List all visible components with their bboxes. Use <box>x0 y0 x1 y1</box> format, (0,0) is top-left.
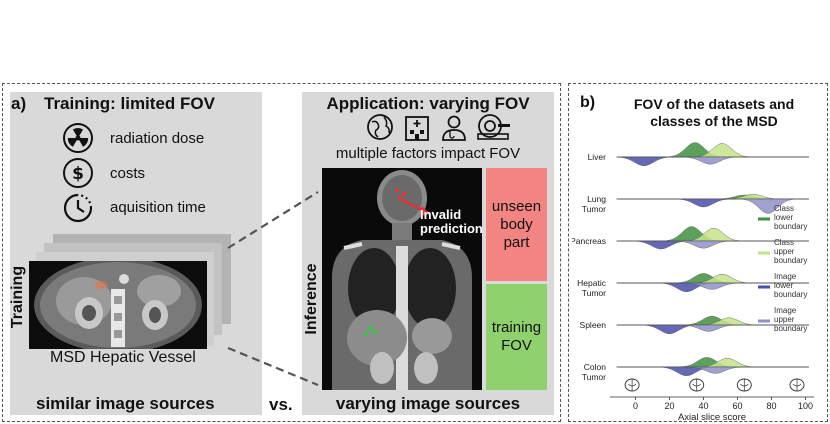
ridge-row-label: Tumor <box>582 288 606 298</box>
svg-text:$: $ <box>72 164 84 184</box>
x-tick-label: 100 <box>798 401 813 411</box>
panel-a-label: a) <box>11 94 27 113</box>
ridge-density-class-upper-boundary <box>616 193 809 200</box>
legend-label: boundary <box>774 222 807 231</box>
ridge-density-image-upper-boundary <box>616 366 809 374</box>
ridge-density-image-upper-boundary <box>616 282 809 290</box>
legend-label: Class <box>774 204 794 213</box>
ridge-row-label: Colon <box>584 362 606 372</box>
connector-lower <box>227 346 319 387</box>
application-icons <box>366 112 526 142</box>
x-tick-label: 40 <box>698 401 708 411</box>
factor-row-costs: $ <box>62 157 94 189</box>
factor-row-time <box>62 192 94 224</box>
ridge-density-image-upper-boundary <box>616 324 809 332</box>
x-tick-label: 0 <box>633 401 638 411</box>
x-tick-label: 60 <box>732 401 742 411</box>
legend-label: boundary <box>774 256 807 265</box>
factor-row-radiation <box>62 122 94 154</box>
ridge-row-label: Tumor <box>582 372 606 382</box>
factor-label-radiation: radiation dose <box>110 130 205 147</box>
radiation-icon <box>63 123 93 153</box>
training-fov-label: training FOV <box>491 319 542 354</box>
globe-icon <box>367 114 393 140</box>
panel-b-label: b) <box>580 94 596 111</box>
brain-icon <box>789 378 805 392</box>
lungs-icon <box>736 378 752 392</box>
unseen-body-part-box: unseen body part <box>486 168 547 281</box>
training-side-label: Training <box>9 265 26 329</box>
hospital-icon <box>405 116 429 141</box>
similar-sources-label: similar image sources <box>36 394 215 413</box>
ridge-row-label: Liver <box>588 152 607 162</box>
legend-label: Image <box>774 306 797 315</box>
inference-side-label: Inference <box>303 263 320 335</box>
x-tick-label: 80 <box>766 401 776 411</box>
doctor-icon <box>442 115 466 141</box>
ridge-density-image-upper-boundary <box>616 156 809 165</box>
connector-lines <box>227 191 319 387</box>
panel-b-frame <box>568 83 828 422</box>
kidneys-icon <box>689 378 705 392</box>
legend-label: upper <box>774 247 795 256</box>
legend-label: boundary <box>774 324 807 333</box>
training-fov-box: training FOV <box>486 284 547 390</box>
ridge-row-label: Spleen <box>580 320 607 330</box>
training-title: Training: limited FOV <box>44 94 215 113</box>
ridge-density-class-upper-boundary <box>616 143 809 158</box>
application-title: Application: varying FOV <box>326 94 530 113</box>
ridge-density-image-upper-boundary <box>616 198 809 214</box>
invalid-prediction-label: Invalid prediction <box>420 207 483 236</box>
x-axis-label: Axial slice score <box>678 412 746 421</box>
ridgeline-chart: LiverLungTumorPancreasHepaticTumorSpleen… <box>572 142 814 421</box>
head-icon <box>624 378 640 392</box>
legend-label: boundary <box>774 290 807 299</box>
multiple-factors-label: multiple factors impact FOV <box>335 145 521 162</box>
scanner-icon <box>477 114 510 140</box>
legend-label: lower <box>774 281 793 290</box>
vs-label: vs. <box>269 395 293 414</box>
ridge-density-class-lower-boundary <box>616 194 809 200</box>
legend-label: Image <box>774 272 797 281</box>
training-ct-slice <box>29 261 207 349</box>
ridge-row-label: Hepatic <box>577 278 607 288</box>
inference-ct-image <box>322 168 482 390</box>
unseen-body-part-label: unseen body part <box>491 197 542 251</box>
factor-label-costs: costs <box>110 165 146 182</box>
ridge-row-label: Pancreas <box>572 236 606 246</box>
dataset-label: MSD Hepatic Vessel <box>50 349 196 366</box>
ridge-density-image-upper-boundary <box>616 240 809 249</box>
dollar-icon: $ <box>63 158 93 188</box>
legend-label: Class <box>774 238 794 247</box>
legend-label: lower <box>774 213 793 222</box>
panel-a-frame <box>2 83 561 422</box>
clock-icon <box>63 193 93 223</box>
panel-b-title-line1: FOV of the datasets and <box>633 96 795 112</box>
ridge-row-label: Tumor <box>582 204 606 214</box>
x-tick-label: 20 <box>664 401 674 411</box>
legend-label: upper <box>774 315 795 324</box>
factor-label-time: aquisition time <box>110 199 206 216</box>
connector-upper <box>227 191 319 249</box>
panel-b-title-line2: classes of the MSD <box>650 113 778 129</box>
varying-sources-label: varying image sources <box>335 394 521 413</box>
ridge-row-label: Lung <box>587 194 606 204</box>
